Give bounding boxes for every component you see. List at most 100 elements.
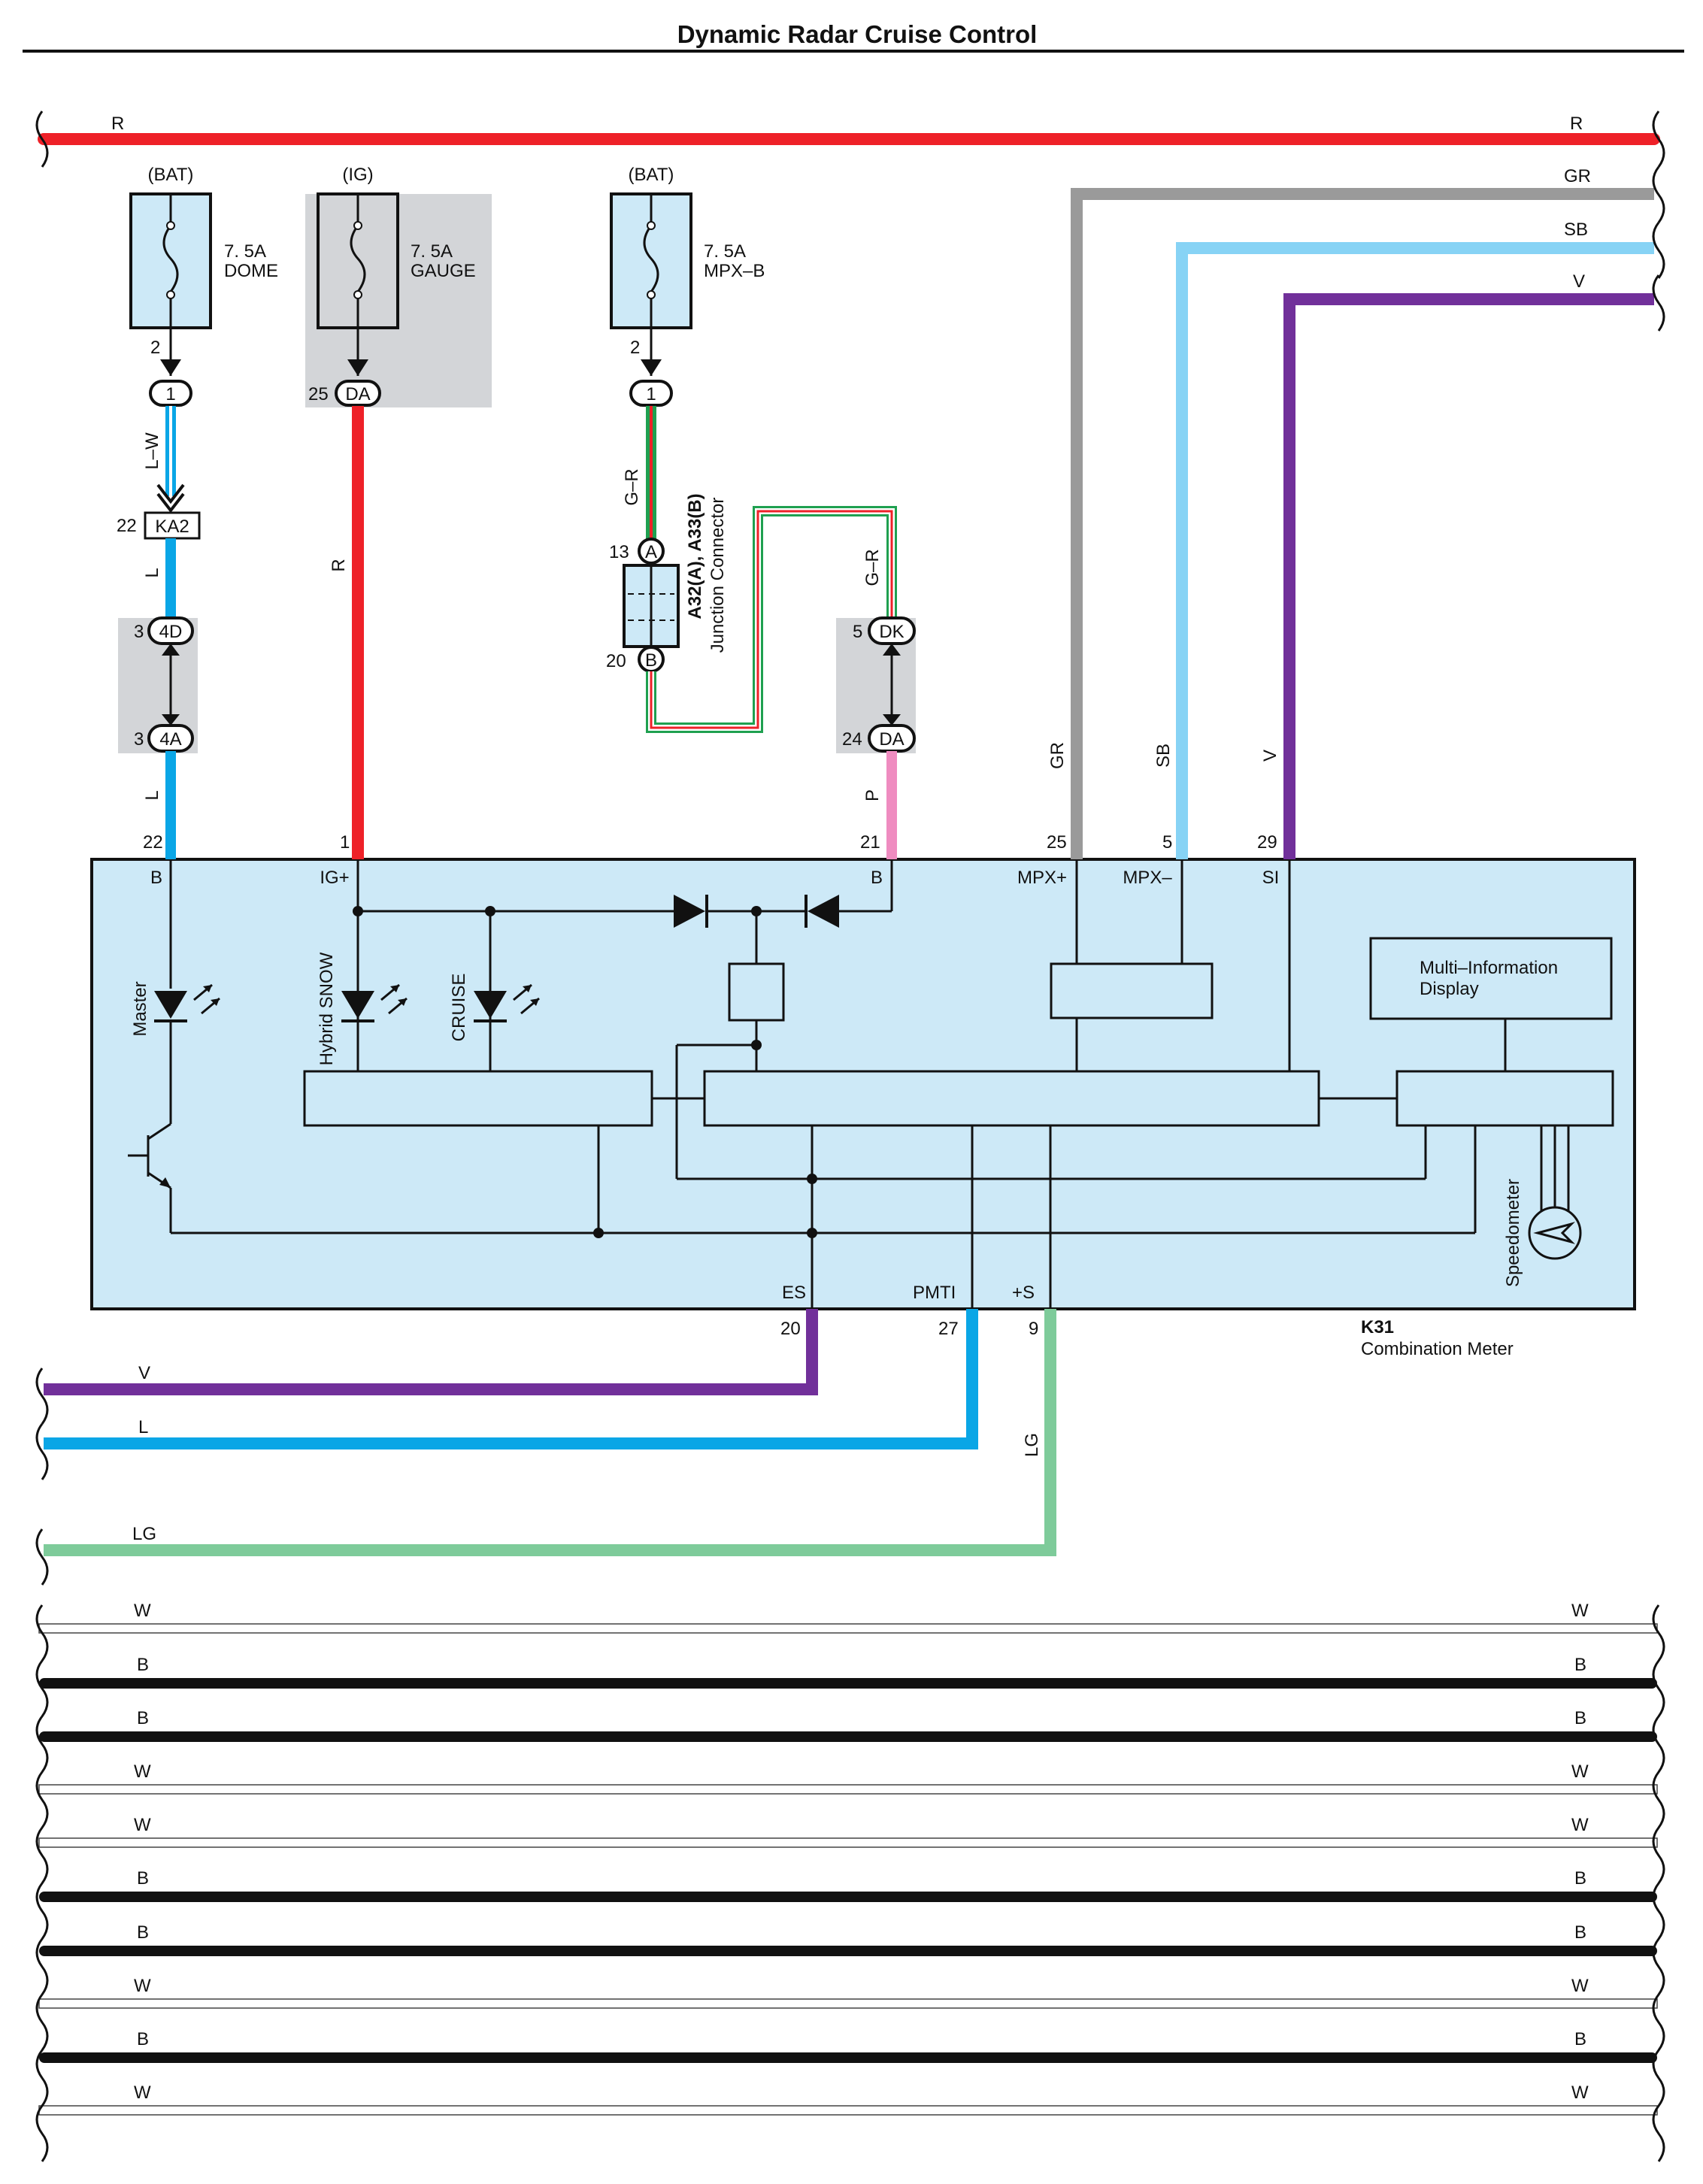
led-cruise (474, 983, 540, 1022)
bus-wire-sb-label: SB (1564, 220, 1588, 240)
pin-b-name: B (150, 868, 162, 888)
mid-label-2: Display (1420, 979, 1479, 999)
pin-25-num: 25 (1047, 832, 1067, 853)
svg-text:W: W (1571, 1761, 1589, 1782)
led-hybrid-snow-label: Hybrid SNOW (317, 952, 337, 1065)
ground-wire-7: B B (39, 1922, 1657, 1956)
fuse-mpxb-pin: 2 (630, 338, 640, 358)
left-break-marks (35, 111, 49, 168)
mid-label-1: Multi–Information (1420, 958, 1558, 978)
fuse-gauge-rating: 7. 5A (411, 241, 453, 262)
pin-pmti-name: PMTI (913, 1283, 956, 1303)
pin-mpxplus-name: MPX+ (1017, 868, 1067, 888)
ground-bus: W W B B B B W W W W B B B (38, 1601, 1658, 2116)
fuse-mpxb-rating: 7. 5A (704, 241, 746, 262)
speedometer-label: Speedometer (1503, 1179, 1523, 1287)
pin-9-num: 9 (1029, 1319, 1038, 1339)
fuse-gauge-source: (IG) (342, 165, 373, 185)
pin-b2-name: B (871, 868, 883, 888)
ka2-pin: 22 (117, 516, 137, 536)
svg-text:B: B (1574, 1868, 1586, 1889)
fuse-dome-icon (162, 194, 179, 328)
svg-text:W: W (1571, 2083, 1589, 2103)
c4d-pin: 3 (134, 622, 144, 642)
diode-left (674, 895, 705, 928)
junction-dots (353, 906, 817, 1238)
ground-wire-5: W W (38, 1815, 1658, 1848)
led-cruise-label: CRUISE (449, 974, 469, 1042)
svg-text:B: B (137, 2029, 149, 2049)
svg-text:W: W (134, 1601, 151, 1621)
wire-lg-s (44, 1309, 1056, 1556)
wire-r-ig-label: R (329, 559, 349, 571)
bus-wire-r-label-left: R (111, 114, 124, 134)
ground-wire-10: W W (38, 2083, 1658, 2116)
fuse-gauge-name: GAUGE (411, 261, 476, 281)
pin-igplus-name: IG+ (320, 868, 349, 888)
svg-text:B: B (137, 1868, 149, 1889)
wire-v-es (44, 1309, 818, 1395)
pin-27-num: 27 (938, 1319, 959, 1339)
wire-lg-s-label: LG (132, 1524, 156, 1544)
diode-right (808, 895, 839, 928)
pin-22-num: 22 (143, 832, 163, 853)
dome-out-connector: 1 (165, 384, 175, 404)
junction-connector-label-1: A32(A), A33(B) (685, 493, 705, 619)
da2-pin: 24 (842, 729, 862, 750)
ground-wire-4: W W (38, 1761, 1658, 1795)
svg-text:W: W (1571, 1601, 1589, 1621)
wire-l-lower-label: L (142, 790, 162, 800)
bus-wire-v (1283, 293, 1654, 859)
dk-name: DK (879, 622, 904, 642)
ground-wire-1: W W (38, 1601, 1658, 1634)
meter-code: K31 (1361, 1317, 1394, 1337)
junction-b-name: B (645, 650, 657, 671)
right-break-marks (1652, 111, 1665, 332)
led-master (154, 983, 220, 1022)
svg-text:W: W (134, 1976, 151, 1996)
svg-text:W: W (134, 2083, 151, 2103)
svg-text:B: B (1574, 2029, 1586, 2049)
bus-wire-gr (1071, 188, 1654, 859)
ground-wire-9: B B (39, 2029, 1657, 2063)
fuse-dome-name: DOME (224, 261, 278, 281)
ka2-name: KA2 (155, 516, 189, 537)
fuse-mpxb-source: (BAT) (629, 165, 674, 185)
svg-text:B: B (1574, 1708, 1586, 1728)
ground-wire-6: B B (39, 1868, 1657, 1902)
pin-mpxminus-name: MPX– (1123, 868, 1172, 888)
pin-21-num: 21 (860, 832, 880, 853)
led-hybrid-snow (341, 983, 408, 1022)
fuse-dome-pin: 2 (150, 338, 160, 358)
gauge-out-connector: DA (345, 384, 370, 404)
left-break-marks-bottom (35, 1368, 49, 1586)
mpxb-out-connector: 1 (646, 384, 656, 404)
bus-wire-r-label-right: R (1570, 114, 1583, 134)
svg-text:B: B (1574, 1655, 1586, 1675)
led-master-label: Master (130, 981, 150, 1036)
svg-text:B: B (137, 1922, 149, 1943)
dk-pin: 5 (853, 622, 862, 642)
meter-top-pins: 22 B 1 IG+ 21 B 25 MPX+ 5 MPX– 29 SI (143, 832, 1279, 888)
wire-v-label: V (1260, 750, 1280, 762)
bus-wire-sb (1176, 242, 1654, 859)
transistor-arrow (159, 1177, 171, 1188)
fuse-dome-source: (BAT) (148, 165, 194, 185)
svg-text:B: B (137, 1655, 149, 1675)
bus-wire-v-label: V (1573, 271, 1585, 292)
pin-29-num: 29 (1257, 832, 1277, 853)
svg-text:W: W (1571, 1815, 1589, 1835)
wire-p-label: P (862, 789, 883, 801)
wire-v-es-label: V (138, 1363, 150, 1383)
pin-es-name: ES (782, 1283, 806, 1303)
da2-name: DA (879, 729, 904, 750)
svg-text:B: B (1574, 1922, 1586, 1943)
pin-5-num: 5 (1162, 832, 1172, 853)
page-title: Dynamic Radar Cruise Control (677, 20, 1038, 48)
wire-lg-label: LG (1022, 1433, 1042, 1457)
fuse-mpxb-icon (643, 194, 659, 328)
c4a-pin: 3 (134, 729, 144, 750)
ground-wire-3: B B (39, 1708, 1657, 1742)
svg-text:W: W (134, 1761, 151, 1782)
